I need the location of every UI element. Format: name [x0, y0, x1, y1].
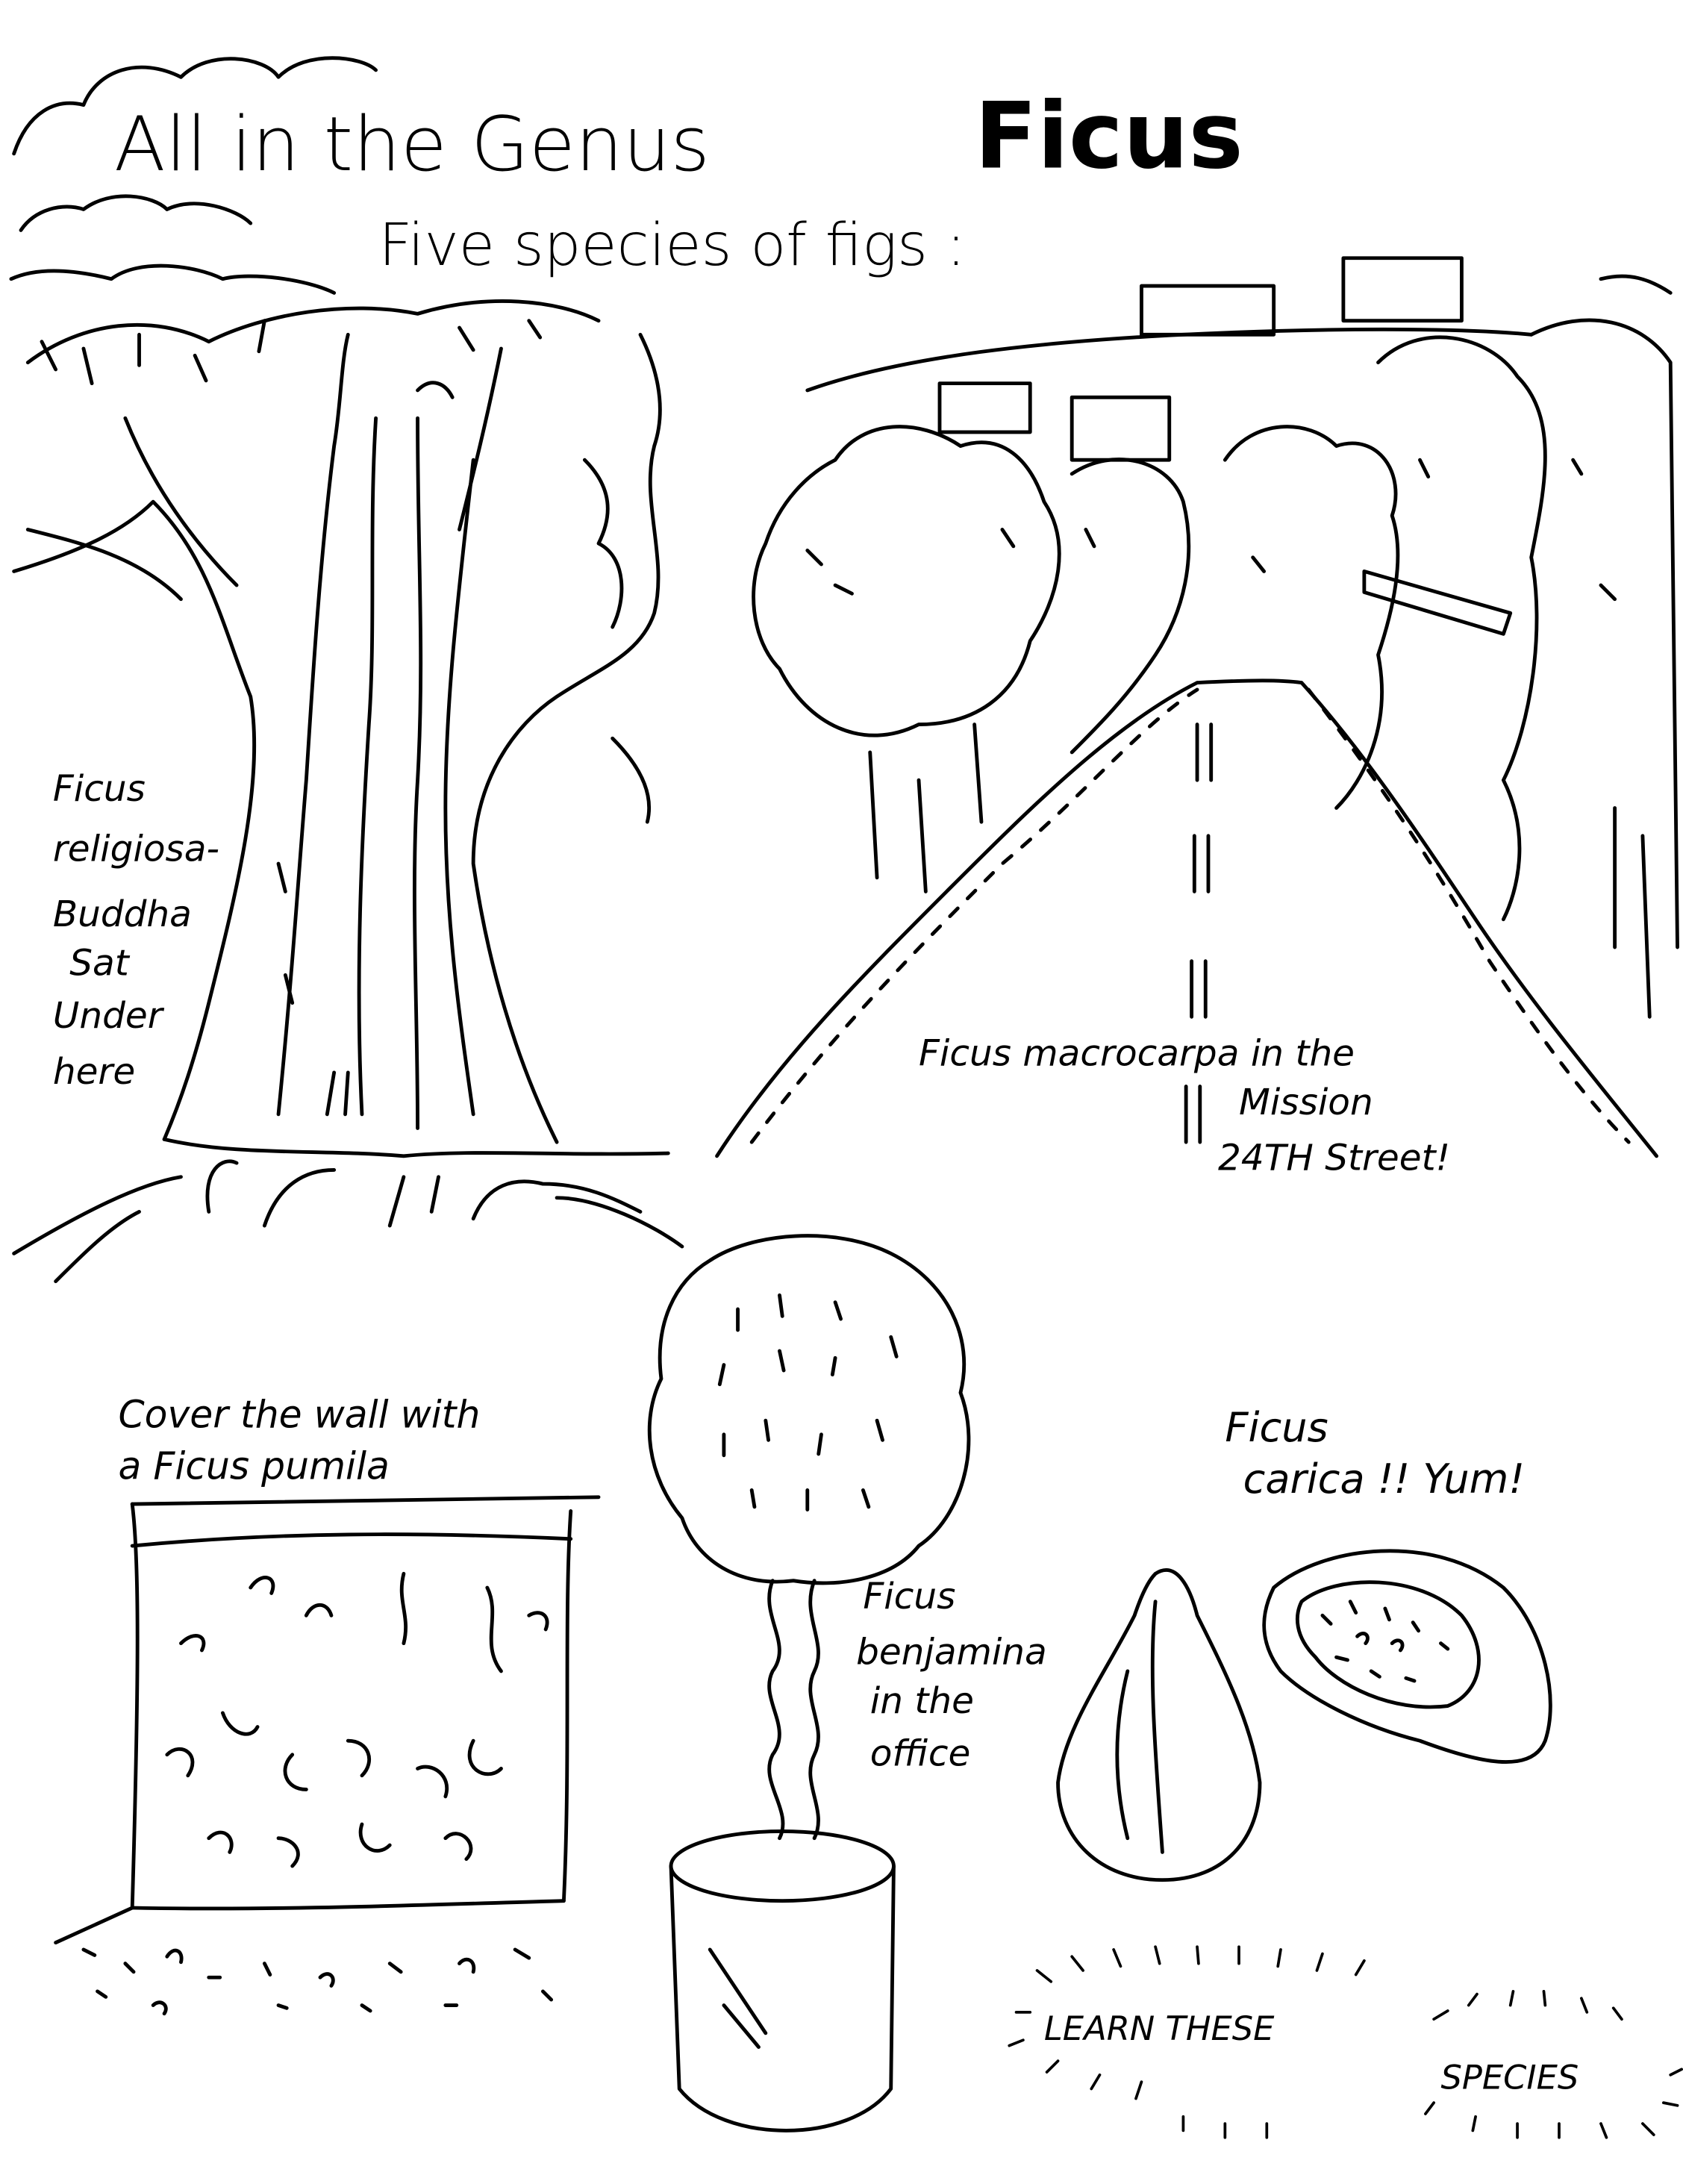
ficus-carica-label: Ficus carica !! Yum! [1225, 1404, 1525, 1503]
svg-text:24TH Street!: 24TH Street! [1218, 1137, 1450, 1179]
svg-text:carica !! Yum!: carica !! Yum! [1243, 1456, 1525, 1503]
svg-text:Under: Under [53, 995, 165, 1037]
ficus-pumila-wall-drawing [54, 1495, 601, 2016]
species-text: SPECIES [1440, 2057, 1579, 2097]
ficus-pumila-label: Cover the wall with a Ficus pumila [119, 1393, 481, 1488]
ficus-benjamina-label: Ficus benjamina in the office [856, 1576, 1047, 1775]
subtitle: Five species of figs : [378, 211, 966, 279]
svg-text:Ficus: Ficus [863, 1576, 955, 1617]
svg-text:benjamina: benjamina [856, 1632, 1047, 1673]
svg-text:Ficus: Ficus [53, 768, 146, 810]
ficus-religiosa-tree-drawing [12, 299, 684, 1284]
svg-text:Sat: Sat [69, 942, 130, 984]
cloud-doodles [9, 56, 1673, 295]
svg-text:a Ficus pumila: a Ficus pumila [119, 1444, 390, 1488]
title-genus: Ficus [975, 84, 1243, 190]
ficus-macrocarpa-street-drawing [715, 256, 1679, 1158]
svg-text:Buddha: Buddha [53, 893, 192, 935]
ficus-benjamina-topiary-drawing [647, 1234, 971, 2132]
title-prefix: All in the Genus [114, 101, 710, 188]
svg-text:Ficus: Ficus [1225, 1404, 1328, 1451]
ficus-carica-fig-drawing [1056, 1549, 1552, 1882]
svg-text:office: office [870, 1733, 971, 1775]
learn-these-text: LEARN THESE [1044, 2009, 1275, 2048]
ficus-macrocarpa-label: Ficus macrocarpa in the Mission 24TH Str… [919, 1033, 1450, 1179]
learn-burst-lines [1008, 1945, 1683, 2139]
ficus-religiosa-label: Ficus religiosa- Buddha Sat Under here [53, 768, 219, 1093]
svg-text:here: here [53, 1051, 135, 1093]
svg-text:Cover the wall with: Cover the wall with [119, 1393, 481, 1437]
svg-text:religiosa-: religiosa- [53, 828, 219, 870]
svg-text:Ficus macrocarpa in the: Ficus macrocarpa in the [919, 1033, 1355, 1075]
svg-text:Mission: Mission [1239, 1082, 1373, 1123]
svg-text:in the: in the [870, 1680, 974, 1722]
